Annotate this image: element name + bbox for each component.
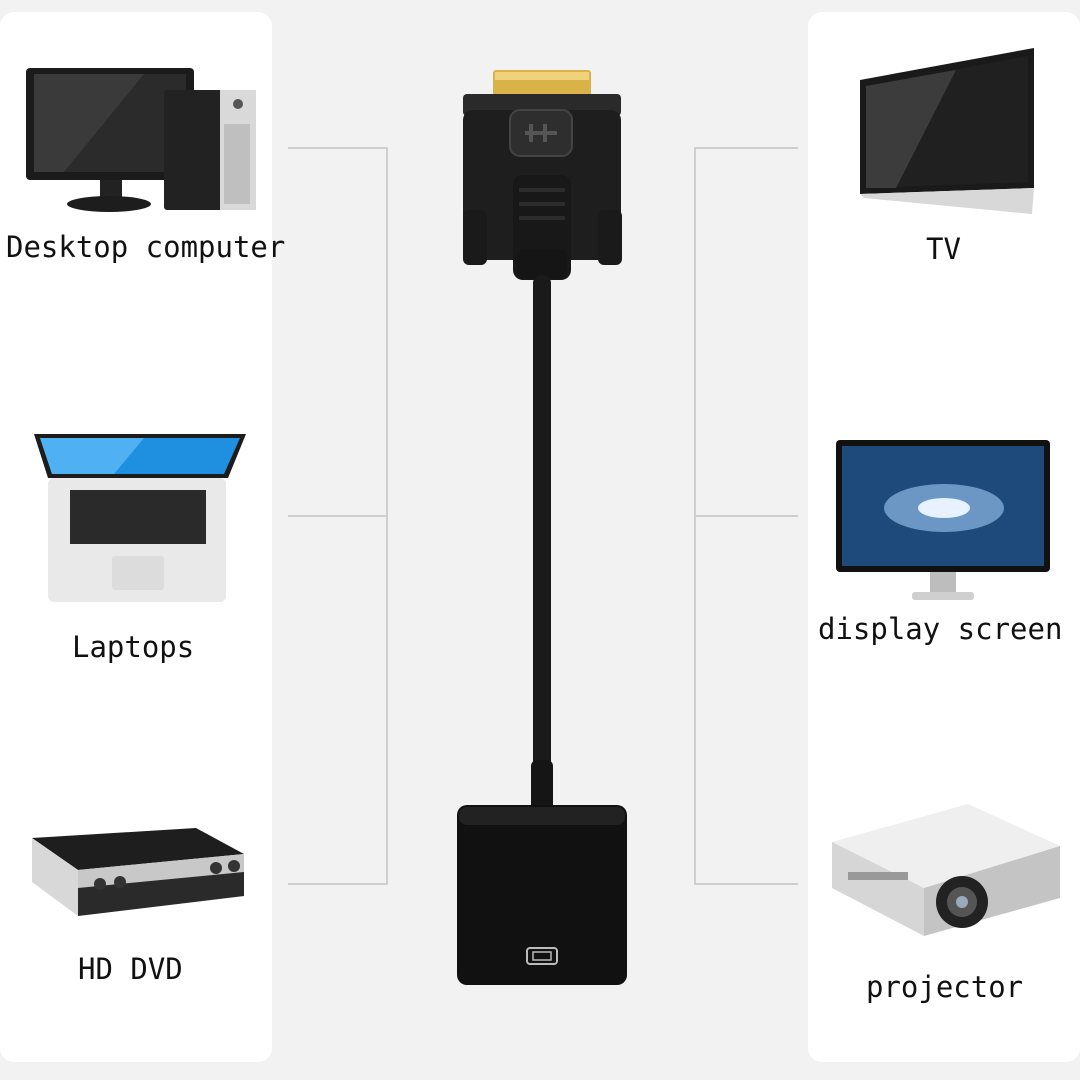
guide-line-left-top	[288, 147, 388, 149]
dvi-connector-icon	[457, 70, 627, 985]
desktop-computer-icon	[24, 64, 264, 216]
device-label-tv: TV	[926, 232, 961, 266]
vga-port-icon	[526, 947, 558, 965]
tv-icon	[856, 46, 1038, 216]
device-label-projector: projector	[866, 970, 1024, 1004]
guide-line-right-bottom	[694, 883, 798, 885]
device-label-laptop: Laptops	[72, 630, 195, 664]
monitor-icon	[834, 438, 1052, 604]
device-label-desktop: Desktop computer	[6, 230, 286, 264]
guide-line-right-middle	[694, 515, 798, 517]
laptop-icon	[24, 432, 250, 604]
guide-line-left-middle	[288, 515, 388, 517]
device-label-dvd: HD DVD	[78, 952, 183, 986]
device-label-display: display screen	[818, 612, 1063, 646]
dvd-player-icon	[26, 826, 248, 922]
guide-line-left-bottom	[288, 883, 388, 885]
guide-line-right-top	[694, 147, 798, 149]
dvi-to-vga-adapter	[455, 60, 630, 990]
projector-icon	[828, 802, 1064, 942]
